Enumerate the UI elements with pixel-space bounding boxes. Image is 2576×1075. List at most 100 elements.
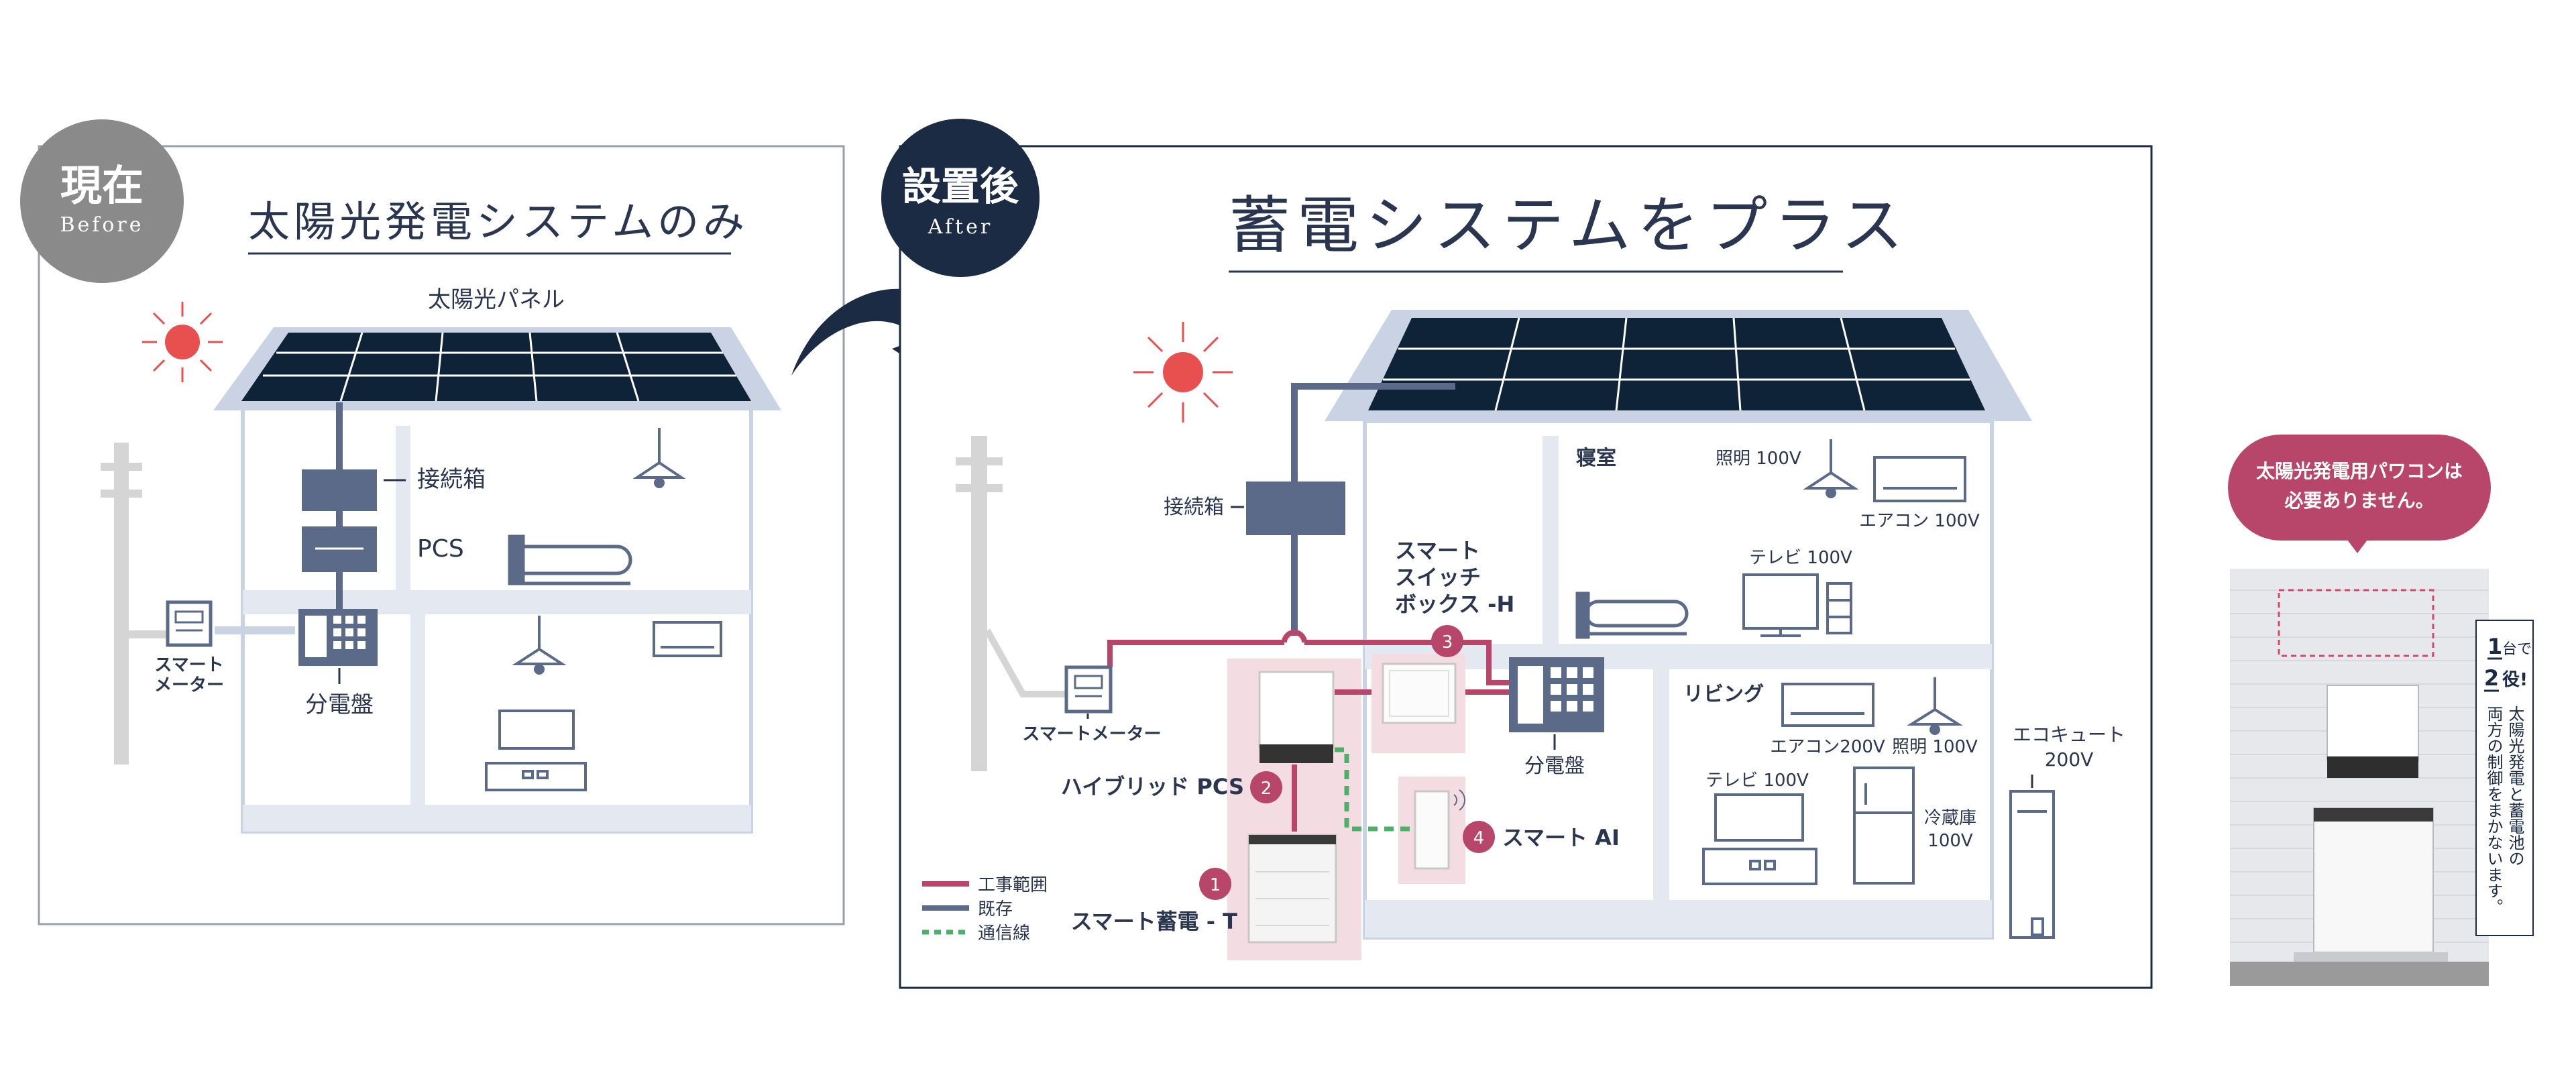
after-bedroom-lighting-label: 照明 100V (1716, 449, 1801, 469)
before-junction-box-label: 接続箱 (417, 466, 486, 493)
after-sun-icon (1133, 322, 1233, 422)
after-smart-meter-icon (1064, 665, 1113, 719)
before-solar-panel-label: 太陽光パネル (428, 286, 565, 313)
after-hybrid-pcs-label: ハイブリッド PCS (1061, 774, 1244, 799)
before-solar-grid (263, 332, 736, 402)
before-lamp-icon (632, 428, 686, 488)
before-distribution-board-icon (298, 609, 378, 666)
after-switch-box-label-3: ボックス -H (1395, 591, 1514, 617)
before-lamp-icon-2 (512, 616, 567, 675)
before-bed-icon (508, 534, 632, 585)
after-fridge-label-2: 100V (1927, 831, 1973, 851)
before-solar-panel-icon (241, 333, 751, 401)
before-distribution-board-label: 分電盤 (305, 691, 374, 718)
before-floor (243, 805, 751, 832)
after-living-lamp-icon (1907, 677, 1963, 735)
before-smart-meter-icon (166, 600, 213, 647)
photo-base (2294, 952, 2448, 962)
after-solar-panel-icon (1368, 318, 1985, 410)
before-smart-meter-label-1: スマート (154, 655, 223, 675)
legend-label-construction: 工事範囲 (978, 875, 1048, 895)
before-pole-wire (129, 630, 169, 638)
after-wall-lower (1653, 669, 1669, 901)
speech-bubble-tail (2347, 540, 2367, 553)
after-ecocute-icon (2009, 790, 2055, 939)
before-wall-lower (410, 614, 425, 809)
after-bed-icon (1575, 591, 1689, 639)
before-aircon-icon (653, 621, 722, 657)
after-distribution-board-icon (1509, 657, 1604, 732)
after-fridge-icon (1853, 767, 1915, 885)
after-bedroom-tv-icon (1742, 573, 1852, 637)
after-wall (1543, 436, 1559, 647)
after-bedroom-aircon-icon (1873, 456, 1966, 502)
after-hybrid-pcs-icon (1258, 671, 1335, 763)
after-badge-main: 設置後 (902, 164, 1019, 209)
after-floor-divider (1365, 644, 1992, 669)
after-bedroom-tv-label: テレビ 100V (1749, 548, 1852, 568)
after-smart-battery-label: スマート蓄電 - T (1071, 909, 1238, 934)
legend-label-communication: 通信線 (978, 923, 1030, 944)
before-smart-meter-label-2: メーター (154, 675, 224, 695)
after-living-tv-icon (1702, 793, 1817, 885)
before-badge (20, 119, 184, 283)
photo-tag-mid-num: 2 (2484, 665, 2499, 691)
before-tv-icon (485, 710, 587, 791)
speech-bubble-line-1: 太陽光発電用パワコンは (2256, 460, 2463, 482)
after-switch-box-label-2: スイッチ (1395, 565, 1481, 590)
number-badge-1 (1199, 868, 1231, 900)
after-fridge-label-1: 冷蔵庫 (1924, 808, 1976, 828)
after-living-tv-label: テレビ 100V (1705, 771, 1809, 791)
before-utility-pole-icon (101, 443, 142, 765)
number-badge-4-text: 4 (1473, 828, 1485, 848)
after-switch-box-icon (1382, 663, 1457, 724)
after-badge (881, 119, 1040, 277)
legend-label-existing: 既存 (978, 899, 1013, 919)
number-badge-2-text: 2 (1261, 779, 1272, 799)
photo-section: 太陽光発電用パワコンは 必要ありません。 1 台で 2 (2228, 435, 2534, 986)
after-utility-pole-icon (956, 436, 1003, 771)
photo-tag-top-num: 1 (2487, 634, 2502, 659)
after-living-label: リビング (1683, 683, 1764, 706)
before-junction-box-icon (302, 469, 377, 511)
before-wall (396, 426, 410, 593)
after-bedroom-lamp-icon (1803, 439, 1859, 498)
before-pcs-label: PCS (417, 535, 464, 563)
number-badge-1-text: 1 (1210, 875, 1221, 895)
speech-bubble-line-2: 必要ありません。 (2284, 490, 2434, 512)
after-living-lighting-label: 照明 100V (1892, 737, 1978, 757)
after-smart-ai-icon (1414, 789, 1465, 870)
photo-tag-mid-suffix: 役! (2502, 670, 2528, 690)
number-badge-3 (1431, 625, 1463, 657)
photo-tag-top-suffix: 台で (2502, 641, 2532, 658)
after-bedroom-aircon-label: エアコン 100V (1859, 511, 1980, 531)
photo-tag-vertical-col1: 太陽光発電と蓄電池の (2506, 705, 2524, 866)
after-junction-box-icon (1246, 482, 1345, 535)
after-ecocute-label-2: 200V (2045, 748, 2094, 771)
after-junction-box-label: 接続箱 (1164, 496, 1224, 519)
number-badge-4 (1463, 821, 1495, 853)
after-floor (1365, 900, 1992, 938)
number-badge-2 (1250, 771, 1282, 803)
after-smart-battery-icon (1247, 834, 1337, 944)
number-badge-3-text: 3 (1442, 632, 1453, 653)
after-smart-ai-label: スマート AI (1502, 825, 1620, 850)
before-title: 太陽光発電システムのみ (248, 197, 748, 246)
before-badge-sub: Before (60, 213, 144, 237)
after-title: 蓄電システムをプラス (1229, 190, 1909, 262)
photo-hybrid-pcs-icon (2327, 685, 2419, 778)
after-smart-meter-label: スマートメーター (1022, 724, 1161, 744)
photo-gravel (2230, 962, 2489, 986)
after-solar-grid (1383, 317, 1970, 411)
after-construction-wiring (1107, 630, 1509, 832)
after-legend: 工事範囲 既存 通信線 (922, 875, 1048, 944)
after-distribution-board-label: 分電盤 (1524, 754, 1585, 778)
after-living-aircon-label: エアコン200V (1770, 737, 1885, 757)
after-badge-sub: After (928, 215, 993, 239)
photo-tag (2475, 620, 2534, 936)
photo-battery-icon (2313, 807, 2434, 953)
before-sun-icon (142, 302, 223, 382)
after-bedroom-label: 寝室 (1576, 447, 1616, 470)
after-pole-wire (984, 628, 1066, 697)
removed-pcs-outline (2278, 589, 2434, 657)
